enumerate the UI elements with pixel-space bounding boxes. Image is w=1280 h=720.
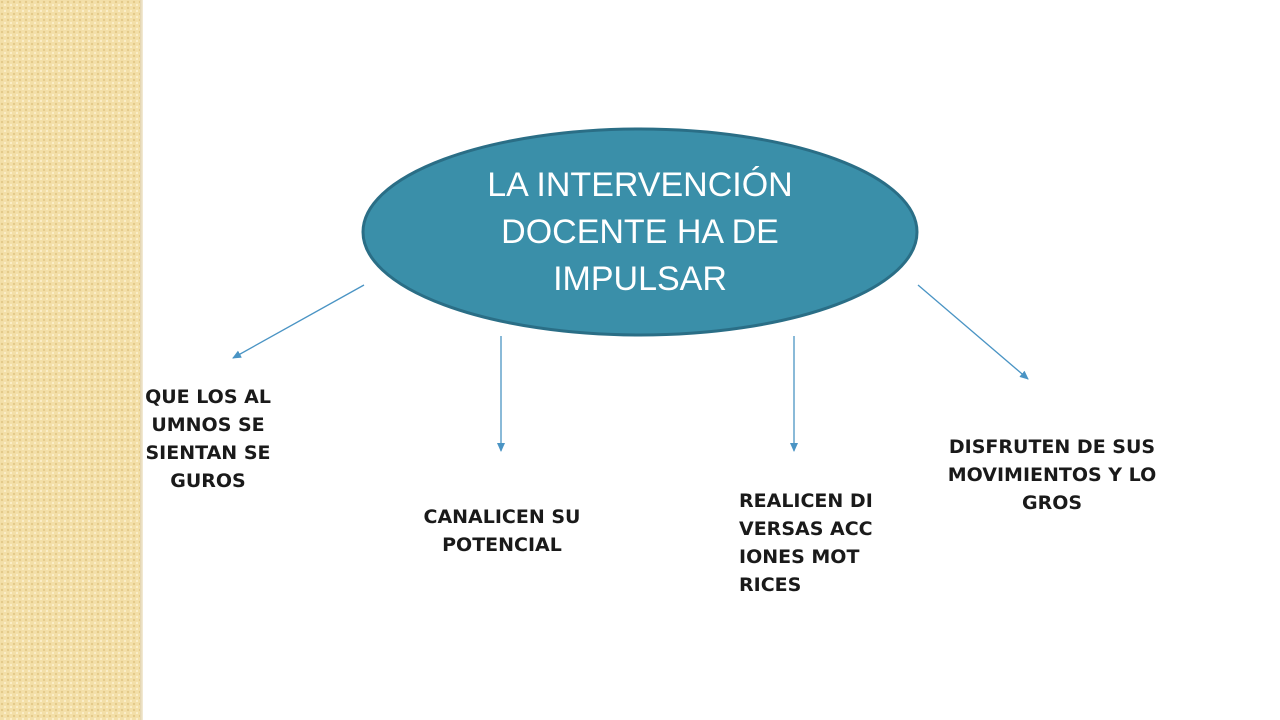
arrow-to-node-1 [232,284,365,359]
node-label-disfruten: DISFRUTEN DE SUS MOVIMIENTOS Y LOGROS [947,436,1157,514]
central-node-ellipse [361,127,919,337]
decorative-side-strip [0,0,140,720]
node-label-acciones: REALICEN DIVERSAS ACCIONES MOTRICES [739,490,873,596]
central-node-label: LA INTERVENCIÓN DOCENTE HA DE IMPULSAR [487,166,793,298]
node-label-potencial: CANALICEN SU POTENCIAL [423,506,581,556]
arrow-to-node-4 [917,284,1029,380]
side-strip-edge [140,0,143,720]
node-label-seguros: QUE LOS ALUMNOS SE SIENTAN SEGUROS [145,386,271,492]
